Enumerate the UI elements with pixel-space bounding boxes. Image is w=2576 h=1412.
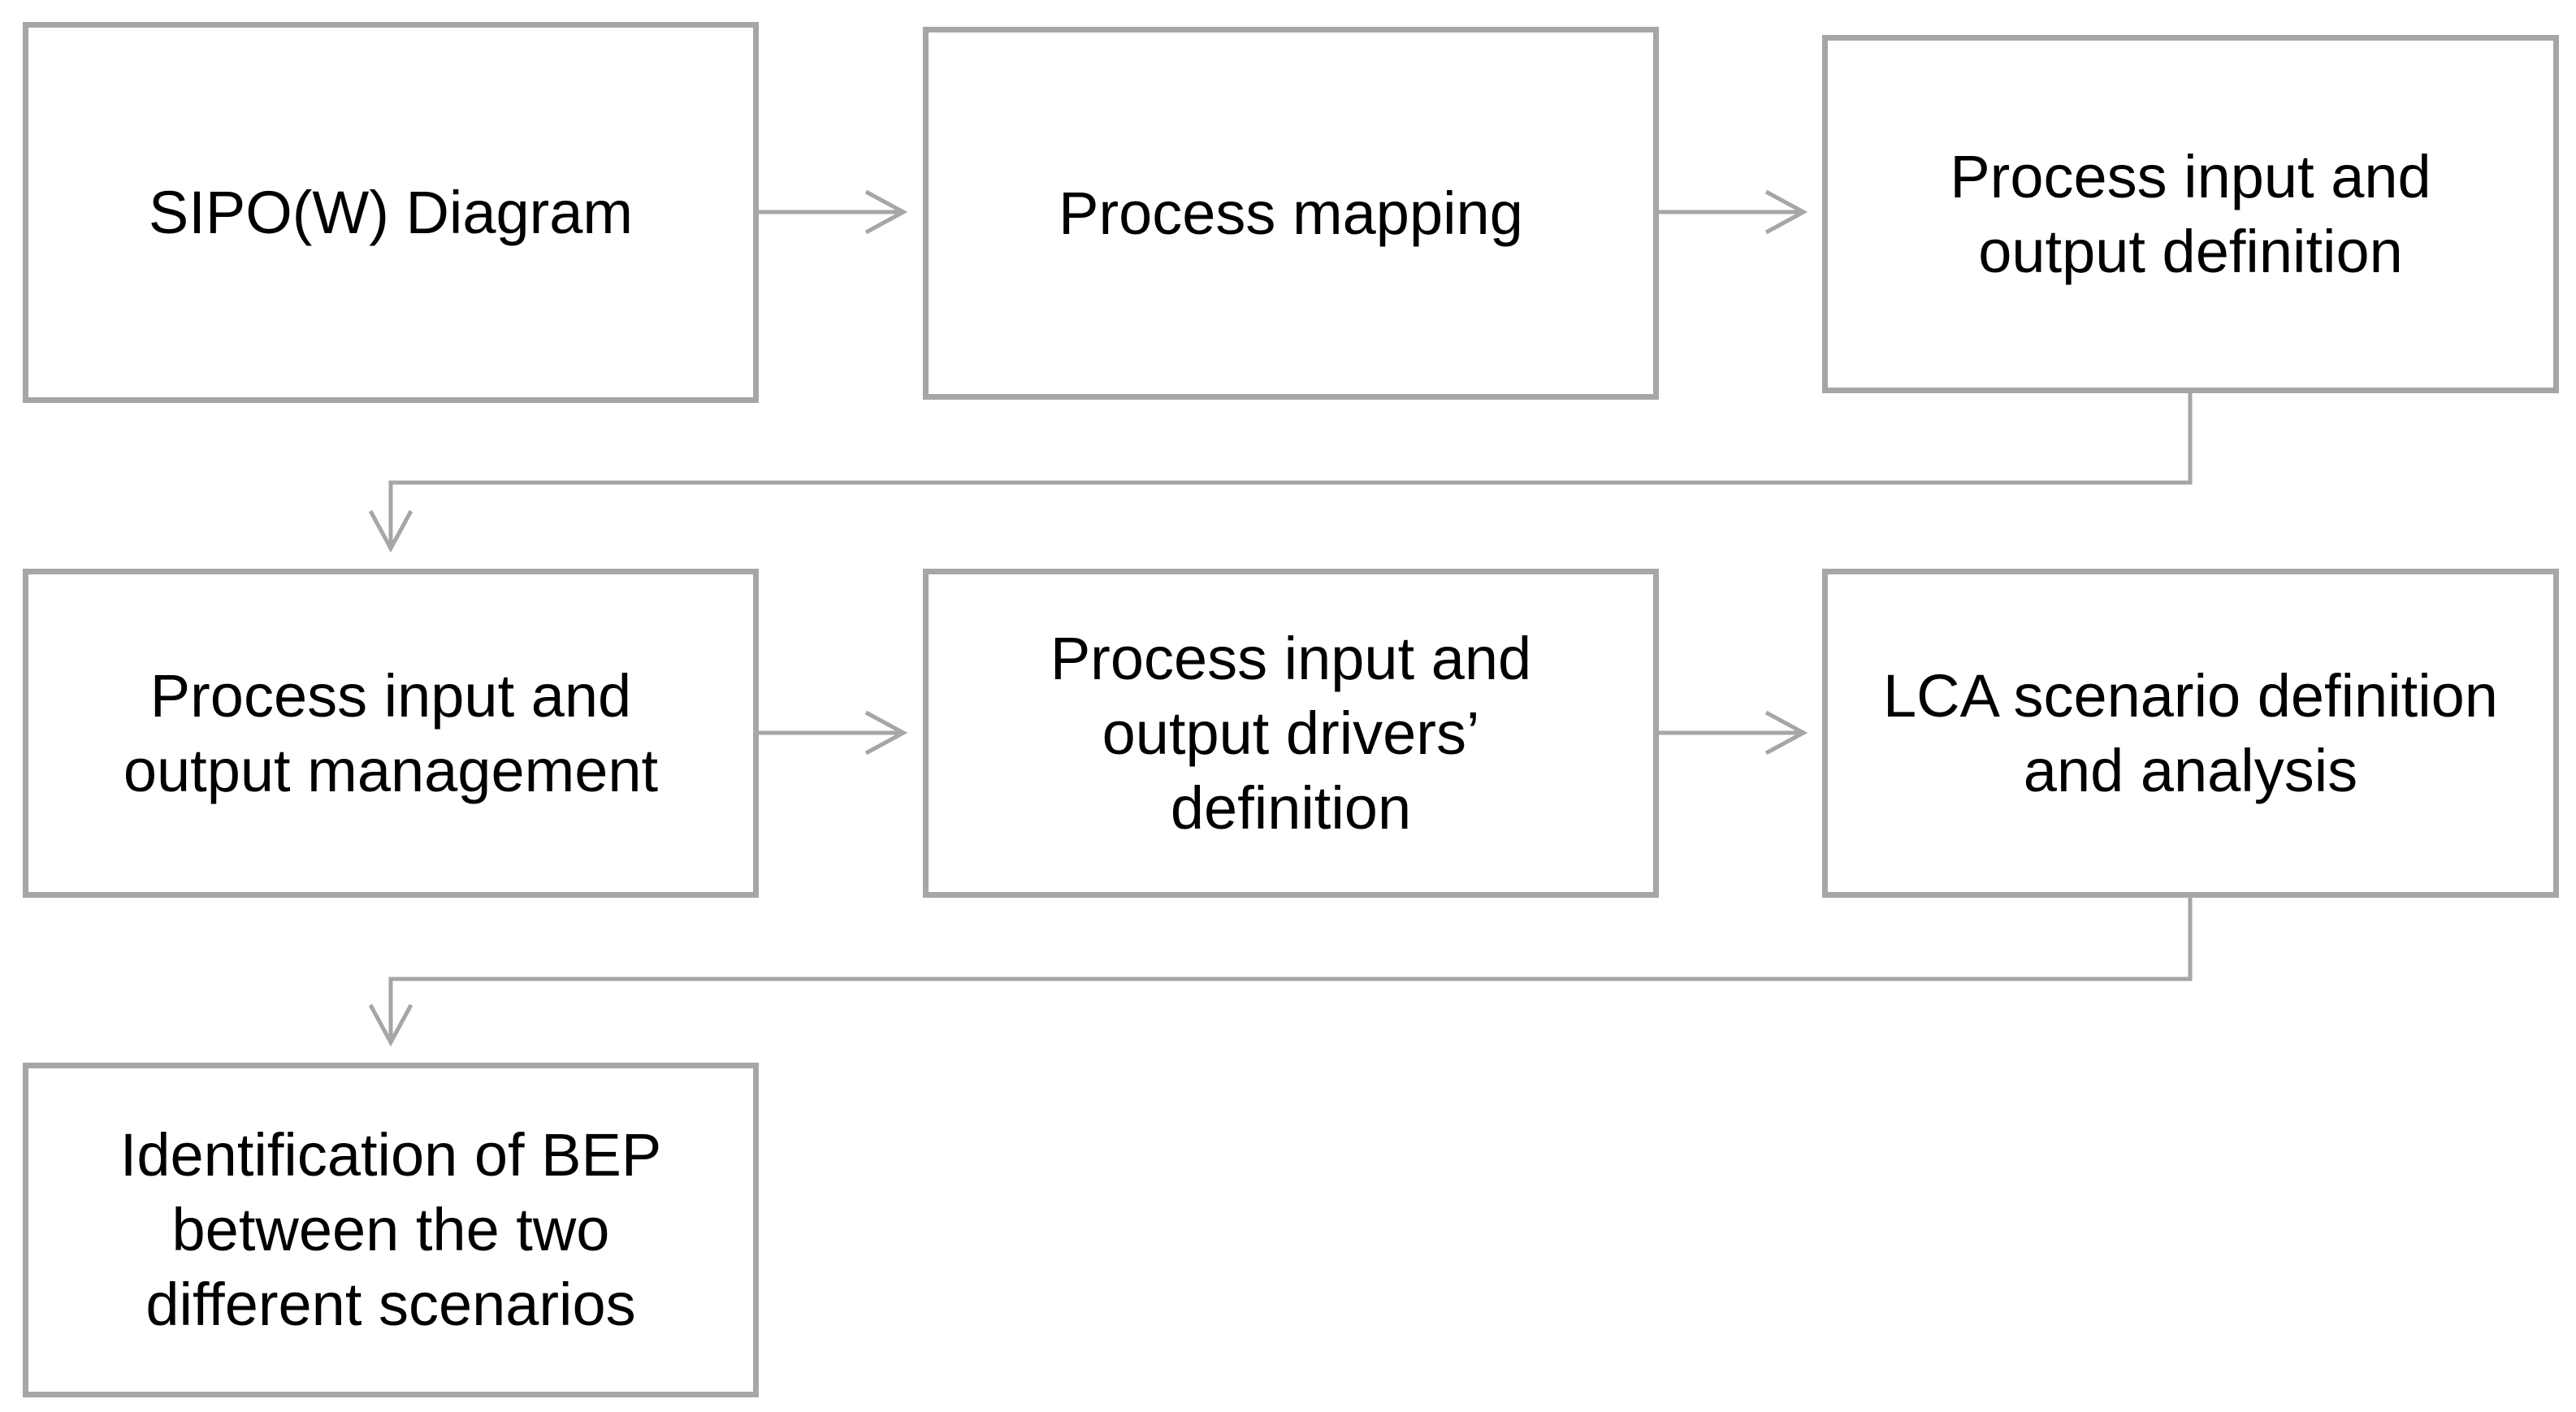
arrowhead-sipow-to-mapping: [864, 189, 908, 235]
step-box-process-mapping: Process mapping: [923, 27, 1659, 400]
arrow-io-definition-to-io-management: [388, 393, 2193, 548]
step-box-lca-scenario-definition: LCA scenario definition and analysis: [1822, 569, 2559, 898]
step-label-process-io-definition: Process input and output definition: [1950, 142, 2431, 285]
step-box-sipow-diagram: SIPO(W) Diagram: [23, 22, 759, 403]
step-label-process-io-drivers-definition: Process input and output drivers’ defini…: [1050, 624, 1532, 842]
step-label-lca-scenario-definition: LCA scenario definition and analysis: [1883, 661, 2498, 804]
step-label-process-io-management: Process input and output management: [123, 661, 659, 804]
step-label-bep-identification: Identification of BEP between the two di…: [119, 1121, 662, 1338]
arrowhead-io-management-to-drivers: [864, 710, 908, 756]
arrow-lca-to-bep: [388, 896, 2193, 1042]
step-box-bep-identification: Identification of BEP between the two di…: [23, 1063, 759, 1397]
step-box-process-io-definition: Process input and output definition: [1822, 35, 2559, 393]
step-label-process-mapping: Process mapping: [1059, 179, 1523, 247]
step-box-process-io-drivers-definition: Process input and output drivers’ defini…: [923, 569, 1659, 898]
arrowhead-lca-to-bep: [368, 1003, 413, 1047]
step-box-process-io-management: Process input and output management: [23, 569, 759, 898]
step-label-sipow-diagram: SIPO(W) Diagram: [148, 178, 634, 246]
arrowhead-io-definition-to-io-management: [368, 509, 413, 553]
arrowhead-mapping-to-io-definition: [1764, 189, 1808, 235]
arrowhead-drivers-to-lca: [1764, 710, 1808, 756]
